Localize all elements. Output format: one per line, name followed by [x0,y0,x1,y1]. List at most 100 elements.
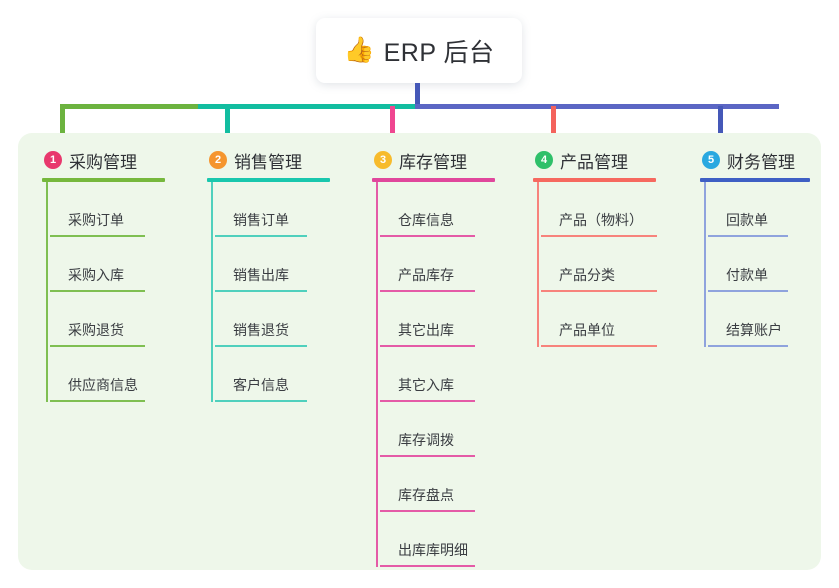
list-item-underline [708,235,788,237]
list-item[interactable]: 销售出库 [211,237,330,292]
list-item[interactable]: 客户信息 [211,347,330,402]
column-title: 库存管理 [399,152,467,172]
column-underline [533,178,656,182]
list-item-label: 供应商信息 [68,377,138,393]
list-item-underline [215,235,307,237]
column-trunk-line [704,182,706,347]
list-item-label: 产品单位 [559,322,615,338]
list-item[interactable]: 产品库存 [376,237,495,292]
column-number-badge: 2 [209,151,227,169]
list-item-label: 销售退货 [233,322,289,338]
column-title: 产品管理 [560,152,628,172]
connector-segment-1 [60,104,198,109]
column-underline [372,178,495,182]
column-drop-connector-4 [551,106,556,146]
list-item-label: 仓库信息 [398,212,454,228]
list-item-label: 出库库明细 [398,542,468,558]
column-number-badge: 4 [535,151,553,169]
list-item-underline [380,235,475,237]
list-item[interactable]: 产品（物料） [537,182,657,237]
list-item-label: 产品（物料） [559,212,643,228]
list-item-underline [215,345,307,347]
column-title: 采购管理 [69,152,137,172]
list-item-label: 采购退货 [68,322,124,338]
root-stem-connector [415,83,420,108]
list-item[interactable]: 销售退货 [211,292,330,347]
list-item-underline [380,400,475,402]
list-item[interactable]: 采购订单 [46,182,165,237]
connector-segment-3 [415,104,779,109]
list-item-label: 产品库存 [398,267,454,283]
column-header-4[interactable]: 4 产品管理 [533,146,656,174]
column-产品管理: 4 产品管理产品（物料） 产品分类产品单位 [533,146,657,347]
list-item-underline [380,455,475,457]
column-items: 仓库信息产品库存其它出库其它入库库存调拨库存盘点出库库明细 [372,182,495,567]
list-item[interactable]: 其它入库 [376,347,495,402]
list-item-underline [50,290,145,292]
list-item-underline [380,510,475,512]
list-item-label: 库存调拨 [398,432,454,448]
column-drop-connector-1 [60,106,65,146]
list-item[interactable]: 库存盘点 [376,457,495,512]
list-item[interactable]: 其它出库 [376,292,495,347]
list-item-label: 结算账户 [726,322,782,338]
column-trunk-line [376,182,378,567]
list-item-label: 采购入库 [68,267,124,283]
list-item[interactable]: 产品分类 [537,237,657,292]
list-item-underline [541,235,657,237]
column-header-3[interactable]: 3 库存管理 [372,146,495,174]
list-item-label: 客户信息 [233,377,289,393]
column-items: 销售订单销售出库销售退货客户信息 [207,182,330,402]
list-item-label: 采购订单 [68,212,124,228]
list-item-underline [380,345,475,347]
list-item-underline [541,290,657,292]
list-item-underline [50,400,145,402]
list-item[interactable]: 结算账户 [704,292,810,347]
column-underline [207,178,330,182]
list-item-underline [708,345,788,347]
list-item[interactable]: 供应商信息 [46,347,165,402]
root-node-card[interactable]: 👍 ERP 后台 [316,18,522,83]
column-items: 采购订单采购入库采购退货供应商信息 [42,182,165,402]
column-number-badge: 3 [374,151,392,169]
column-items: 回款单付款单结算账户 [700,182,810,347]
column-trunk-line [211,182,213,402]
list-item-label: 其它入库 [398,377,454,393]
list-item-label: 销售订单 [233,212,289,228]
list-item-label: 其它出库 [398,322,454,338]
column-销售管理: 2 销售管理销售订单销售出库销售退货客户信息 [207,146,330,402]
list-item[interactable]: 回款单 [704,182,810,237]
list-item[interactable]: 仓库信息 [376,182,495,237]
list-item-label: 产品分类 [559,267,615,283]
list-item[interactable]: 采购入库 [46,237,165,292]
list-item-underline [50,235,145,237]
list-item[interactable]: 销售订单 [211,182,330,237]
list-item[interactable]: 产品单位 [537,292,657,347]
root-node-content: 👍 ERP 后台 [343,33,494,69]
list-item[interactable]: 库存调拨 [376,402,495,457]
column-underline [700,178,810,182]
list-item-label: 销售出库 [233,267,289,283]
column-drop-connector-2 [225,106,230,146]
column-trunk-line [537,182,539,347]
list-item-underline [541,345,657,347]
column-underline [42,178,165,182]
column-drop-connector-3 [390,106,395,146]
list-item[interactable]: 付款单 [704,237,810,292]
column-header-2[interactable]: 2 销售管理 [207,146,330,174]
list-item[interactable]: 采购退货 [46,292,165,347]
list-item-underline [380,290,475,292]
column-title: 销售管理 [234,152,302,172]
thumbs-up-icon: 👍 [343,36,375,64]
list-item-underline [215,400,307,402]
column-库存管理: 3 库存管理仓库信息产品库存其它出库其它入库库存调拨库存盘点出库库明细 [372,146,495,567]
list-item[interactable]: 出库库明细 [376,512,495,567]
list-item-label: 回款单 [726,212,768,228]
list-item-label: 库存盘点 [398,487,454,503]
list-item-underline [708,290,788,292]
